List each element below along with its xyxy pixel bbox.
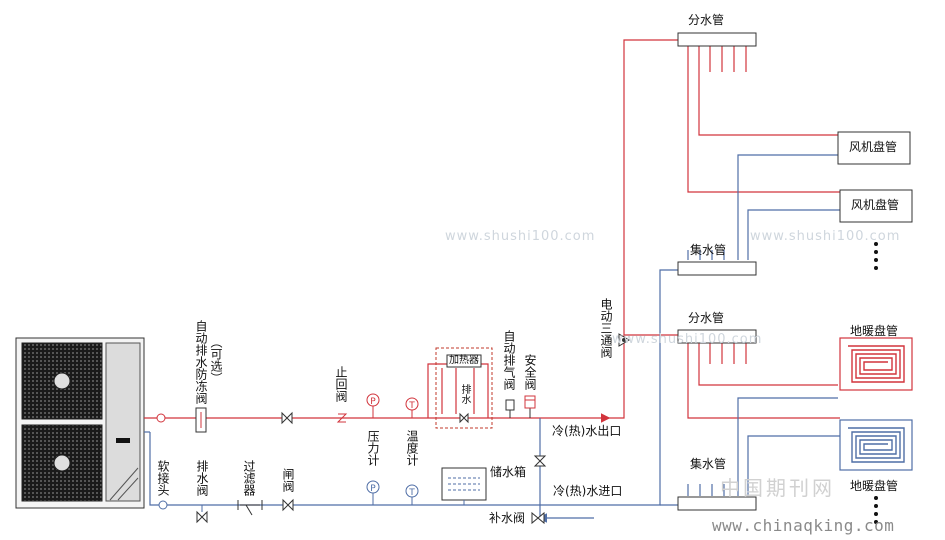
- label-water-inlet: 冷(热)水进口: [553, 484, 623, 498]
- label-drain-valve: 排水阀: [195, 460, 209, 496]
- pressure-gauge-supply: P: [366, 393, 380, 418]
- label-safety-valve: 安全阀: [523, 354, 537, 390]
- svg-text:T: T: [408, 488, 415, 498]
- manifold-collector-1: [677, 261, 757, 276]
- fan-icon: [53, 454, 71, 472]
- label-floor-coil-2: 地暖盘管: [850, 479, 899, 493]
- label-check-valve: 止回阀: [334, 366, 348, 402]
- label-floor-coil-1: 地暖盘管: [850, 324, 899, 338]
- union-valve-supply: [150, 413, 166, 423]
- label-makeup-valve: 补水阀: [489, 511, 526, 525]
- floor-coil-1: [839, 337, 913, 391]
- label-fan-coil-2: 风机盘管: [851, 198, 900, 212]
- heater-label-box: [446, 354, 482, 368]
- label-antifreeze-valve: 自动排水防冻阀: [194, 320, 208, 404]
- air-vent-valve-icon: [505, 399, 515, 418]
- safety-valve-icon: [524, 395, 536, 418]
- gate-valve-return-icon: [282, 498, 294, 512]
- manifold-distributor-1: [677, 32, 757, 47]
- temperature-gauge-return: T: [405, 484, 419, 505]
- label-three-way-valve: 电动三通阀: [599, 298, 613, 358]
- watermark-brand-url: www.chinaqking.com: [712, 516, 895, 535]
- label-flexible-joint: 软接头: [156, 460, 170, 496]
- watermark-shushi-3: www.shushi100.com: [612, 332, 763, 347]
- floor-coil-2: [839, 419, 913, 471]
- makeup-valve-icon: [531, 511, 545, 525]
- label-filter: 过滤器: [242, 460, 256, 496]
- label-heater: 加热器: [449, 355, 479, 366]
- label-air-vent-valve: 自动排气阀: [502, 330, 516, 390]
- label-storage-tank: 储水箱: [490, 465, 527, 479]
- continuation-dots-2: [874, 496, 878, 524]
- continuation-dots-1: [874, 242, 878, 270]
- fan-coil-box-1: [837, 131, 911, 165]
- watermark-brand-cn: 中国期刊网: [720, 476, 835, 500]
- storage-tank: [441, 467, 487, 505]
- drain-valve-return-icon: [196, 505, 208, 524]
- label-distributor-2: 分水管: [688, 311, 725, 325]
- manifold-distributor-2: [677, 329, 757, 344]
- watermark-shushi-1: www.shushi100.com: [445, 229, 596, 244]
- filter-icon: [237, 500, 263, 516]
- label-pressure-gauge: 压力计: [366, 430, 380, 466]
- bypass-valve-icon: [533, 455, 547, 467]
- fan-coil-box-2: [839, 189, 913, 223]
- label-collector-2: 集水管: [690, 457, 727, 471]
- temperature-gauge-supply: T: [405, 397, 419, 418]
- heat-pump-unit: [15, 337, 145, 509]
- svg-text:P: P: [370, 397, 376, 407]
- manifold-collector-2: [677, 496, 757, 511]
- watermark-shushi-2: www.shushi100.com: [750, 229, 901, 244]
- antifreeze-drain-valve: [195, 407, 207, 433]
- label-distributor-1: 分水管: [688, 13, 725, 27]
- label-temperature-gauge: 温度计: [405, 430, 419, 466]
- supply-piping: [144, 39, 840, 423]
- label-heater-drain: 排水: [459, 384, 470, 404]
- fan-icon: [53, 372, 71, 390]
- heater-dashed-box: [435, 347, 493, 429]
- pressure-gauge-return: P: [366, 480, 380, 505]
- svg-text:T: T: [408, 401, 415, 411]
- label-collector-1: 集水管: [690, 243, 727, 257]
- label-gate-valve: 闸阀: [281, 468, 295, 492]
- label-water-outlet: 冷(热)水出口: [552, 424, 622, 438]
- flexible-joint-icon: [158, 500, 168, 510]
- return-piping: [144, 154, 840, 523]
- label-fan-coil-1: 风机盘管: [849, 140, 898, 154]
- check-valve-icon: [336, 413, 348, 423]
- svg-text:P: P: [370, 484, 376, 494]
- gate-valve-supply-icon: [281, 411, 293, 425]
- three-way-valve-icon: [618, 333, 630, 347]
- drain-valve-heater-icon: [459, 412, 469, 424]
- label-optional: （可选）: [209, 336, 223, 384]
